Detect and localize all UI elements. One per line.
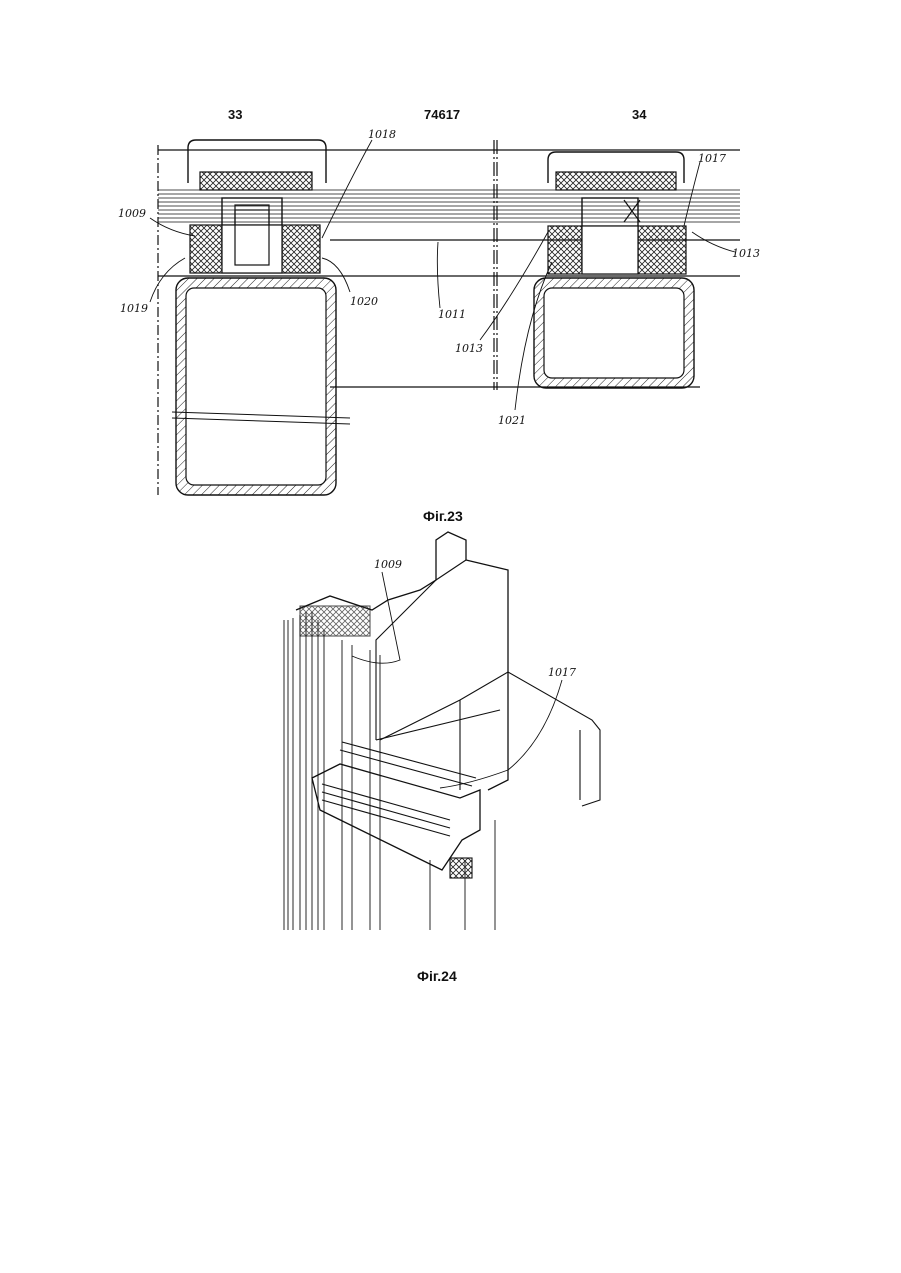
label-1018: 1018 <box>368 128 396 141</box>
label-1009: 1009 <box>118 207 146 220</box>
label-1017-fig24: 1017 <box>548 666 576 679</box>
label-1019: 1019 <box>120 302 148 315</box>
figure-24-caption: Фіг.24 <box>417 968 457 984</box>
label-1009-fig24: 1009 <box>374 558 402 571</box>
label-1020: 1020 <box>350 295 378 308</box>
label-1011: 1011 <box>438 308 466 321</box>
label-1021: 1021 <box>498 414 526 427</box>
figure-24-drawing <box>284 532 600 930</box>
label-1013-right: 1013 <box>732 247 760 260</box>
label-1017: 1017 <box>698 152 726 165</box>
label-1013-left: 1013 <box>455 342 483 355</box>
figure-23-caption: Фіг.23 <box>423 508 463 524</box>
